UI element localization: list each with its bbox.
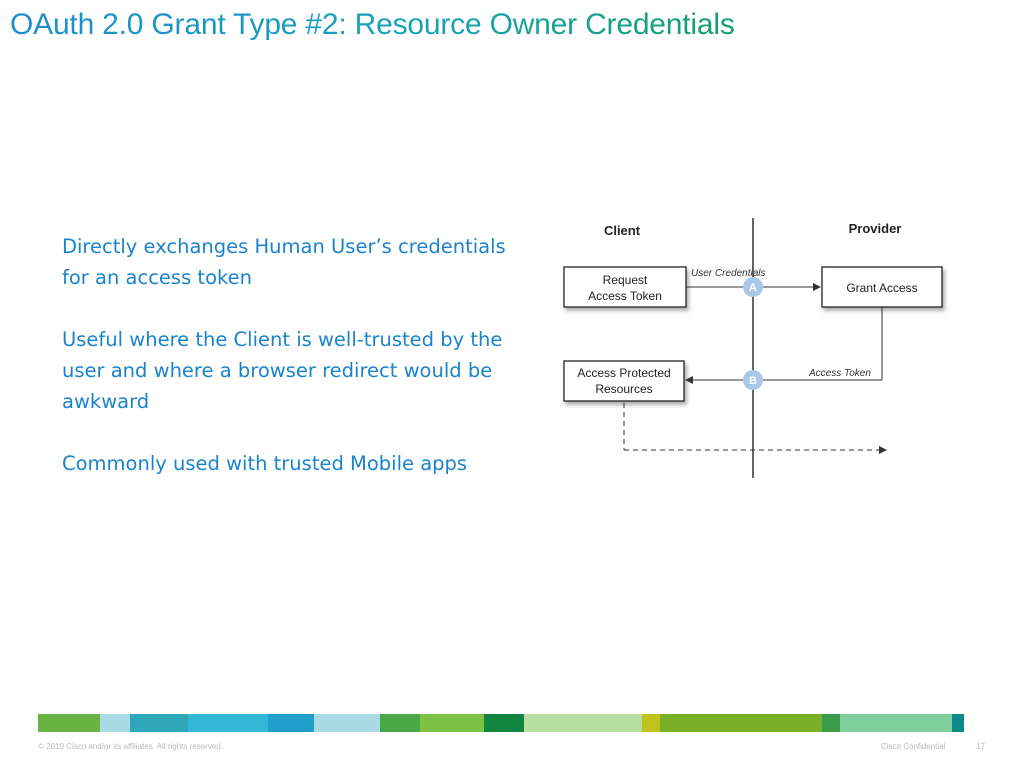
client-column-label: Client [604,223,641,238]
color-bar-segment [420,714,484,732]
bullet-text: Useful where the Client is well-trusted … [62,328,503,413]
grant-box-label: Grant Access [846,281,917,295]
request-access-token-box: Request Access Token [563,266,687,308]
slide-body: Directly exchanges Human User’s credenti… [62,231,532,479]
color-bar-segment [660,714,822,732]
color-bar-segment [130,714,188,732]
grant-access-box: Grant Access [821,266,943,308]
color-bar-segment [524,714,642,732]
marker-a-letter: A [749,282,757,294]
color-bar-segment [840,714,952,732]
provider-column-label: Provider [849,221,902,236]
arrow-a-label: User Credentials [691,268,765,279]
marker-b-letter: B [749,375,757,387]
color-bar-segment [484,714,524,732]
slide-title: OAuth 2.0 Grant Type #2: Resource Owner … [10,8,735,41]
color-bar-segment [268,714,314,732]
oauth-flow-diagram: Client Provider Request Access Token Gra… [563,218,943,478]
footer-color-bar [38,714,987,732]
marker-b [743,370,763,390]
access-protected-resources-box: Access Protected Resources [563,360,685,402]
access-box-line2: Resources [595,382,652,396]
color-bar-segment [100,714,130,732]
request-box-line2: Access Token [588,289,662,303]
arrow-b-label: Access Token [808,368,871,379]
access-box-line1: Access Protected [577,366,670,380]
page-number: 17 [976,742,985,751]
color-bar-segment [314,714,380,732]
marker-a [743,277,763,297]
color-bar-segment [952,714,964,732]
bullet-text: Commonly used with trusted Mobile apps [62,452,468,475]
bullet-text: Directly exchanges Human User’s credenti… [62,235,506,289]
copyright-notice: © 2010 Cisco and/or its affiliates. All … [38,742,223,751]
color-bar-segment [642,714,660,732]
color-bar-segment [188,714,268,732]
color-bar-segment [38,714,100,732]
color-bar-segment [822,714,840,732]
request-box-line1: Request [603,273,648,287]
color-bar-segment [380,714,420,732]
confidential-label: Cisco Confidential [881,742,946,751]
